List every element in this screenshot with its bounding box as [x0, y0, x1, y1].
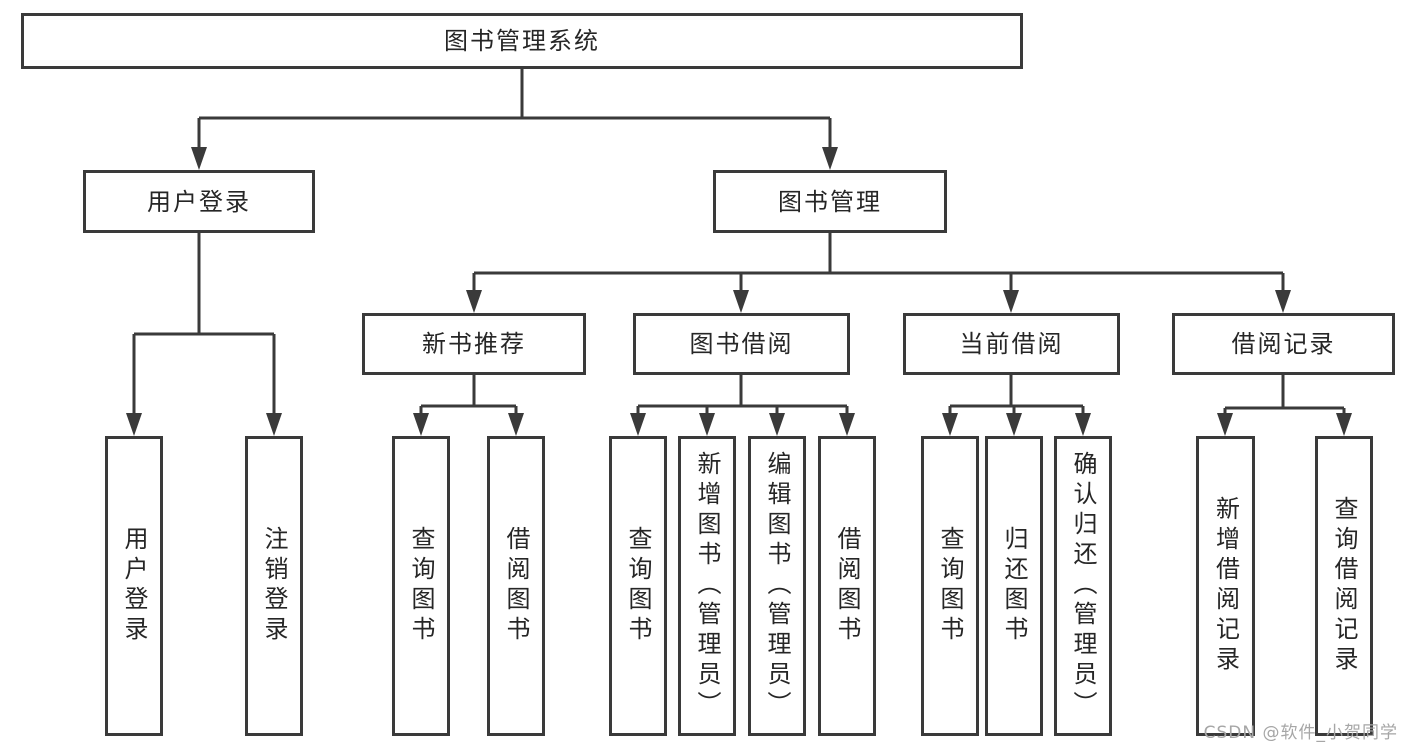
leaf-records-query: 查询借阅记录 — [1315, 436, 1373, 736]
node-borrow-records: 借阅记录 — [1172, 313, 1395, 375]
leaf-recommend-query-books: 查询图书 — [392, 436, 450, 736]
leaf-borrow-edit-books: 编辑图书（管理员） — [748, 436, 806, 736]
leaf-recommend-borrow-books: 借阅图书 — [487, 436, 545, 736]
arrowhead-icons — [126, 147, 1352, 436]
leaf-current-confirm-return: 确认归还（管理员） — [1054, 436, 1112, 736]
csdn-watermark: CSDN @软件_小贺同学 — [1203, 723, 1398, 743]
leaf-records-add: 新增借阅记录 — [1196, 436, 1255, 736]
leaf-logout: 注销登录 — [245, 436, 303, 736]
node-new-book-recommend: 新书推荐 — [362, 313, 586, 375]
node-user-login: 用户登录 — [83, 170, 315, 233]
leaf-borrow-query-books: 查询图书 — [609, 436, 667, 736]
node-current-borrow: 当前借阅 — [903, 313, 1120, 375]
node-book-management: 图书管理 — [713, 170, 947, 233]
leaf-borrow-borrow-books: 借阅图书 — [818, 436, 876, 736]
leaf-user-login: 用户登录 — [105, 436, 163, 736]
node-library-management-system: 图书管理系统 — [21, 13, 1023, 69]
leaf-borrow-add-books: 新增图书（管理员） — [678, 436, 736, 736]
leaf-current-return-books: 归还图书 — [985, 436, 1043, 736]
leaf-current-query-books: 查询图书 — [921, 436, 979, 736]
node-book-borrow: 图书借阅 — [633, 313, 850, 375]
